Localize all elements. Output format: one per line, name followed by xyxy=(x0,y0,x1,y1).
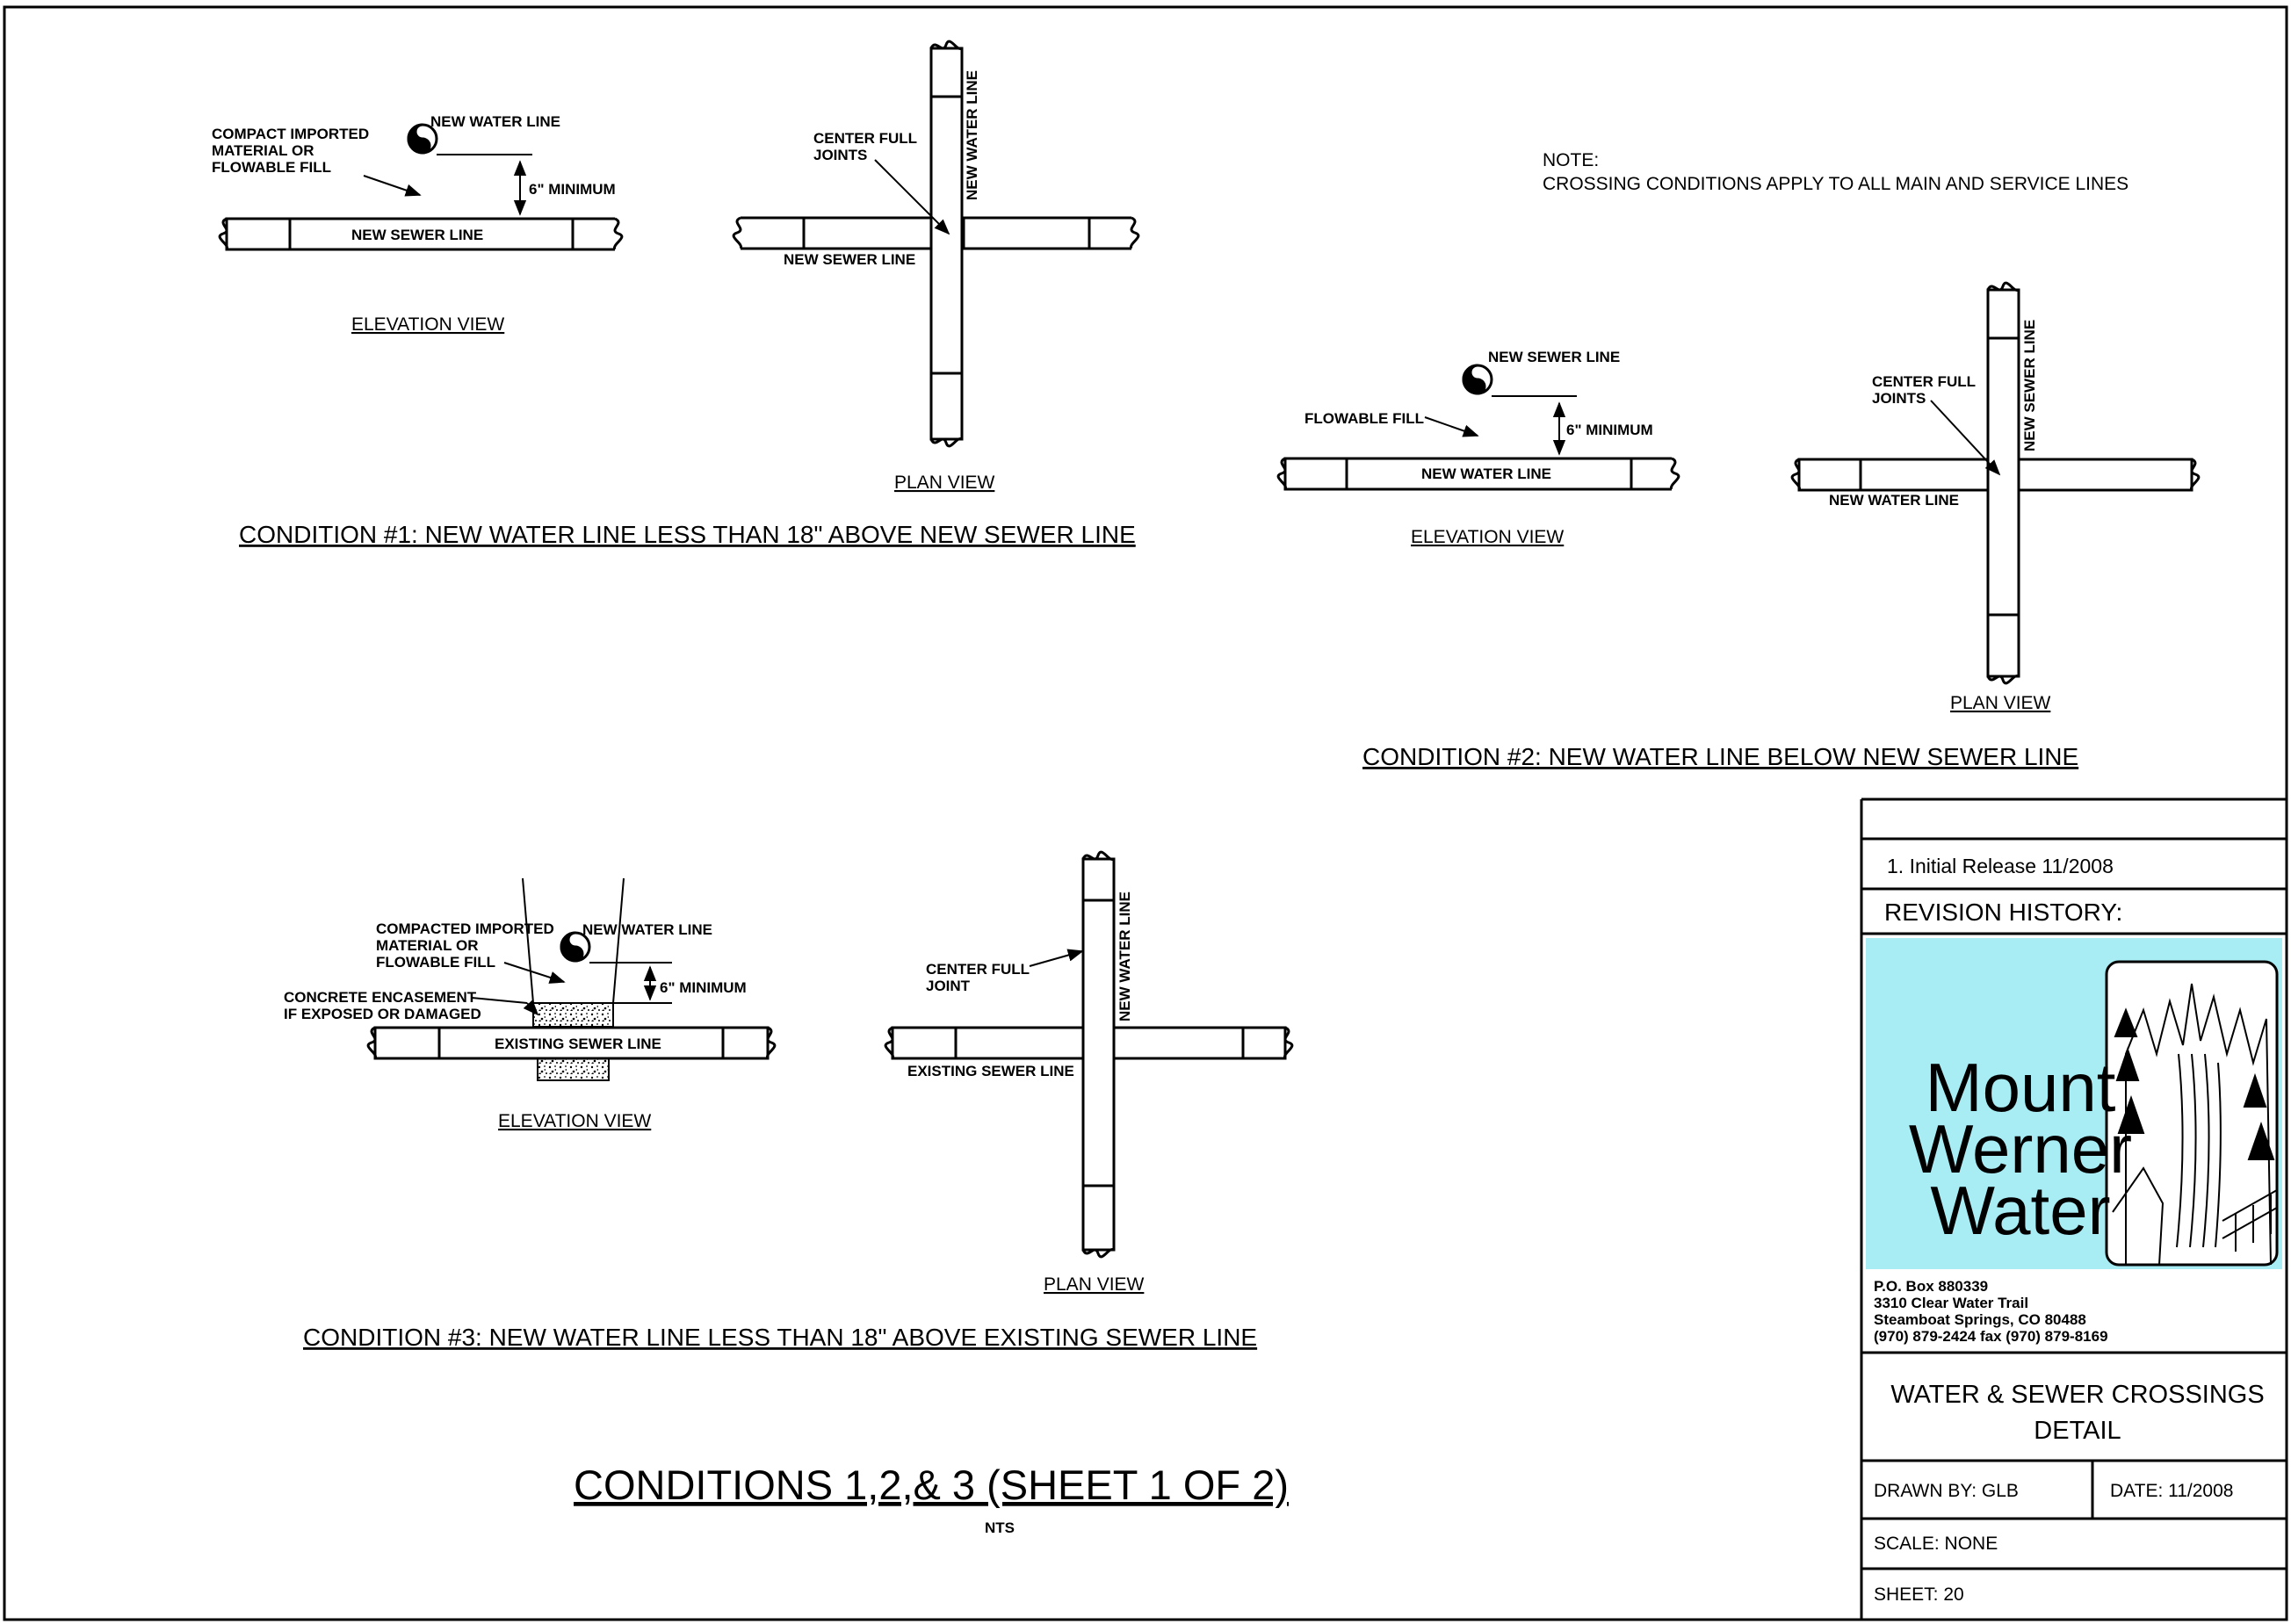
nts-label: NTS xyxy=(985,1519,1015,1536)
cond3-plan-water-line-label: NEW WATER LINE xyxy=(1117,891,1133,1021)
cond1-elev-callout-line1: COMPACT IMPORTED xyxy=(212,126,369,142)
cond1-elevation-view-label: ELEVATION VIEW xyxy=(351,314,504,335)
sheet-border xyxy=(3,5,2288,1621)
cond1-elev-callout-line2: MATERIAL OR xyxy=(212,142,314,159)
cond1-plan-center-label2: JOINTS xyxy=(813,147,867,163)
cond1-plan-view xyxy=(732,40,1140,448)
cond3-elev-encasement-label2: IF EXPOSED OR DAMAGED xyxy=(284,1006,481,1022)
waterfall-illustration xyxy=(2112,983,2278,1266)
cond1-plan-center-label1: CENTER FULL xyxy=(813,130,917,147)
drawing-title-line1: WATER & SEWER CROSSINGS xyxy=(1890,1381,2264,1409)
address-line3: Steamboat Springs, CO 80488 xyxy=(1874,1311,2086,1328)
address-line4: (970) 879-2424 fax (970) 879-8169 xyxy=(1874,1328,2108,1345)
cond2-elev-flowable-fill-label: FLOWABLE FILL xyxy=(1304,410,1424,427)
cond1-elev-min-label: 6" MINIMUM xyxy=(529,181,616,198)
cond3-title: CONDITION #3: NEW WATER LINE LESS THAN 1… xyxy=(303,1324,1257,1351)
cond3-elev-callout-line2: MATERIAL OR xyxy=(376,937,478,954)
cond1-elev-sewer-line-label: NEW SEWER LINE xyxy=(351,227,483,243)
cond1-title: CONDITION #1: NEW WATER LINE LESS THAN 1… xyxy=(239,521,1136,548)
cond2-plan-center-label1: CENTER FULL xyxy=(1872,373,1976,390)
cond3-plan-view-label: PLAN VIEW xyxy=(1044,1274,1145,1295)
address-line1: P.O. Box 880339 xyxy=(1874,1278,1988,1295)
cond3-elev-callout-line1: COMPACTED IMPORTED xyxy=(376,920,554,937)
cond3-plan-view xyxy=(884,850,1294,1259)
cond3-elev-water-line-label: NEW WATER LINE xyxy=(582,921,712,938)
sewer-pipe-section-symbol xyxy=(1462,364,1493,395)
cond1-elev-water-line-label: NEW WATER LINE xyxy=(430,113,560,130)
logo-word-werner: Werner xyxy=(1909,1110,2132,1187)
cond3-elev-min-label: 6" MINIMUM xyxy=(660,979,747,996)
cond2-plan-center-label2: JOINTS xyxy=(1872,390,1926,407)
cond2-elev-water-line-label: NEW WATER LINE xyxy=(1421,466,1551,482)
sheet-number: SHEET: 20 xyxy=(1874,1584,1964,1605)
revision-entry: 1. Initial Release 11/2008 xyxy=(1887,855,2114,877)
drawing-scale: SCALE: NONE xyxy=(1874,1534,1998,1554)
cond1-plan-view-label: PLAN VIEW xyxy=(894,473,995,493)
cond3-elevation-view-label: ELEVATION VIEW xyxy=(498,1111,651,1131)
water-pipe-section-symbol xyxy=(407,123,438,155)
note-text: CROSSING CONDITIONS APPLY TO ALL MAIN AN… xyxy=(1543,174,2128,194)
drawing-title-line2: DETAIL xyxy=(2034,1417,2121,1445)
water-pipe-section-symbol xyxy=(560,931,591,963)
cond3-elev-callout-line3: FLOWABLE FILL xyxy=(376,954,495,971)
cond1-elevation-view xyxy=(218,123,624,251)
cond1-plan-sewer-line-label: NEW SEWER LINE xyxy=(784,251,915,268)
cond3-elev-existing-sewer-label: EXISTING SEWER LINE xyxy=(495,1036,661,1052)
cond2-plan-water-line-label: NEW WATER LINE xyxy=(1829,492,1959,509)
cond2-plan-sewer-line-label: NEW SEWER LINE xyxy=(2021,320,2038,451)
company-logo: Mount Werner Water xyxy=(1866,938,2282,1269)
cond2-elev-sewer-line-label: NEW SEWER LINE xyxy=(1488,349,1620,365)
cond3-plan-center-label1: CENTER FULL xyxy=(926,961,1030,978)
cond1-plan-water-line-label: NEW WATER LINE xyxy=(964,70,980,200)
address-line2: 3310 Clear Water Trail xyxy=(1874,1295,2028,1311)
drawing-date: DATE: 11/2008 xyxy=(2110,1481,2233,1501)
cond1-elev-callout-line3: FLOWABLE FILL xyxy=(212,159,331,176)
drawn-by: DRAWN BY: GLB xyxy=(1874,1481,2019,1501)
logo-word-water: Water xyxy=(1930,1172,2110,1249)
cond2-plan-view xyxy=(1790,281,2201,685)
cond2-title: CONDITION #2: NEW WATER LINE BELOW NEW S… xyxy=(1362,743,2078,770)
logo-word-mount: Mount xyxy=(1926,1049,2116,1126)
cond2-elevation-view xyxy=(1276,364,1680,491)
cond3-elevation-view xyxy=(366,877,777,1081)
title-block xyxy=(1860,798,2287,1620)
sheet-title: CONDITIONS 1,2,& 3 (SHEET 1 OF 2) xyxy=(574,1462,1289,1508)
cond3-elev-encasement-label1: CONCRETE ENCASEMENT xyxy=(284,989,477,1006)
cond3-plan-existing-sewer-label: EXISTING SEWER LINE xyxy=(907,1063,1074,1079)
cond2-plan-view-label: PLAN VIEW xyxy=(1950,693,2051,713)
cond2-elev-min-label: 6" MINIMUM xyxy=(1566,422,1653,438)
note-heading: NOTE: xyxy=(1543,150,1599,170)
cond3-plan-center-label2: JOINT xyxy=(926,978,971,994)
revision-history-label: REVISION HISTORY: xyxy=(1884,899,2122,926)
cond2-elevation-view-label: ELEVATION VIEW xyxy=(1411,527,1564,547)
